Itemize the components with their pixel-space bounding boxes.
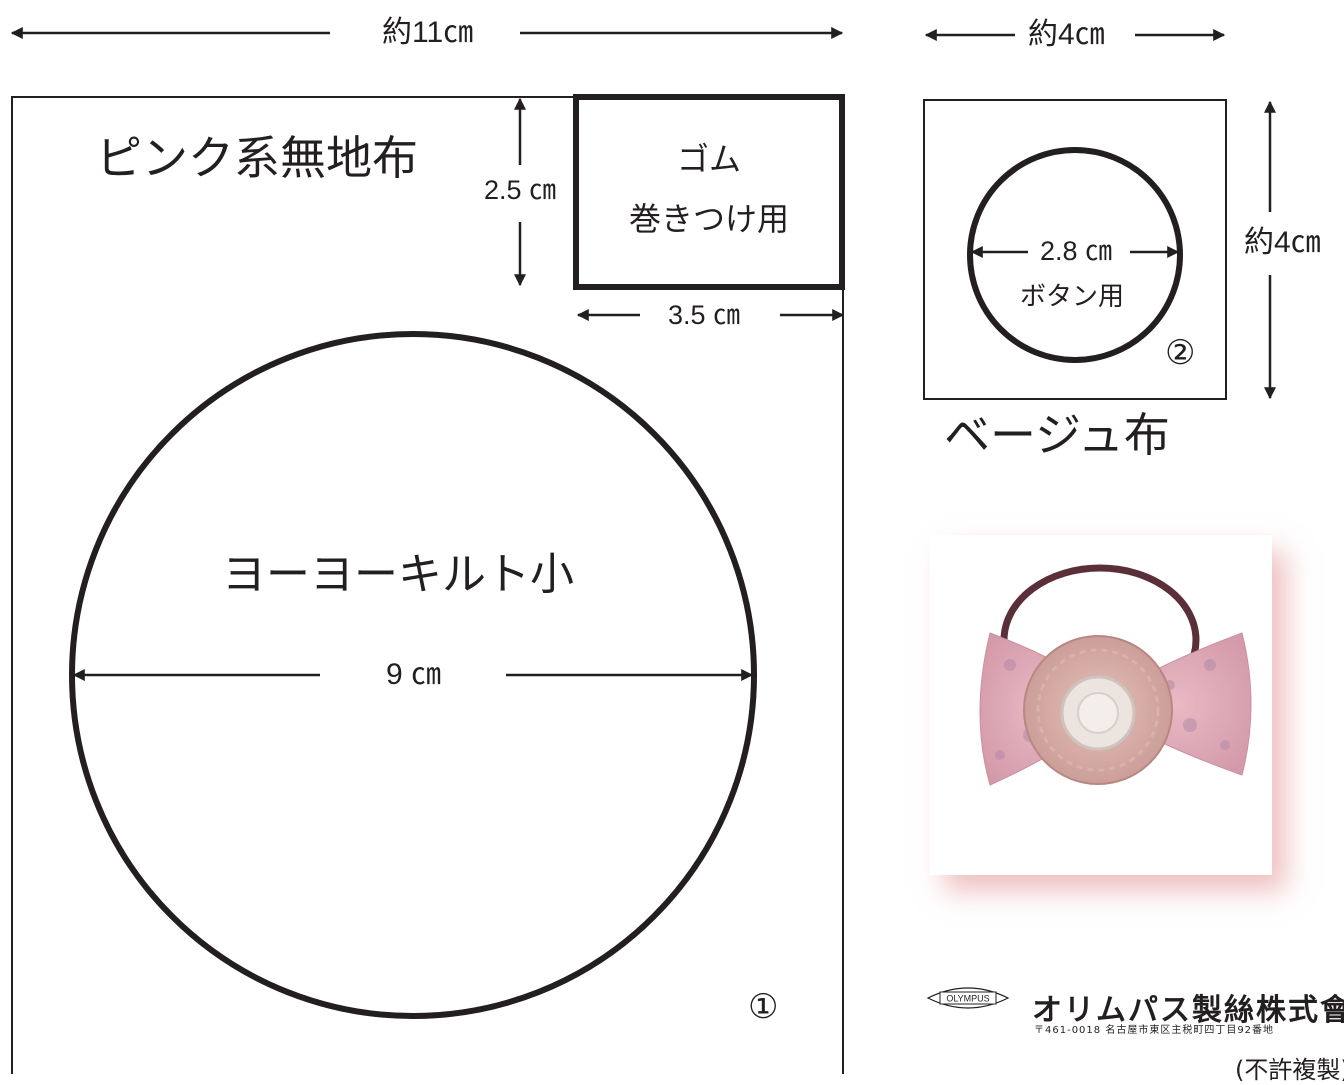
finished-hair-tie-photo xyxy=(930,535,1272,875)
yoyo-quilt-circle xyxy=(69,331,757,1019)
elastic-wrap-rect xyxy=(573,94,845,290)
hair-tie-illustration xyxy=(979,564,1252,786)
rect-width-label: 3.5 ㎝ xyxy=(668,300,741,330)
rect-label-line2: 巻きつけ用 xyxy=(628,200,789,238)
button-label: ボタン用 xyxy=(1020,282,1125,312)
beige-fabric-outline xyxy=(923,99,1227,400)
olympus-logo: OLYMPUS xyxy=(918,980,1018,1020)
beige-fabric-title: ベージュ布 xyxy=(944,408,1170,462)
pink-fabric-outline xyxy=(11,96,844,1074)
button-diameter-label: 2.8 ㎝ xyxy=(1040,236,1113,266)
rect-height-label: 2.5 ㎝ xyxy=(484,175,557,205)
yoyo-quilt-label: ヨーヨーキルト小 xyxy=(222,549,574,600)
pink-fabric-title: ピンク系無地布 xyxy=(96,131,418,185)
rect-label-line1: ゴム xyxy=(676,140,741,178)
width-small-label: 約4㎝ xyxy=(1028,18,1105,51)
company-name: オリムパス製絲株式會社 xyxy=(1032,993,1344,1028)
height-small-label: 約4㎝ xyxy=(1244,226,1321,259)
copyright-note: (不許複製) xyxy=(1235,1056,1344,1084)
company-address: 〒461-0018 名古屋市東区主税町四丁目92番地 xyxy=(1034,1025,1275,1036)
circle-diameter-label: 9 ㎝ xyxy=(386,658,442,691)
button-circle xyxy=(967,147,1183,363)
svg-text:OLYMPUS: OLYMPUS xyxy=(946,994,989,1004)
part1-number: ① xyxy=(748,987,779,1027)
width-total-label: 約11㎝ xyxy=(382,16,474,49)
part2-number: ② xyxy=(1165,333,1196,373)
